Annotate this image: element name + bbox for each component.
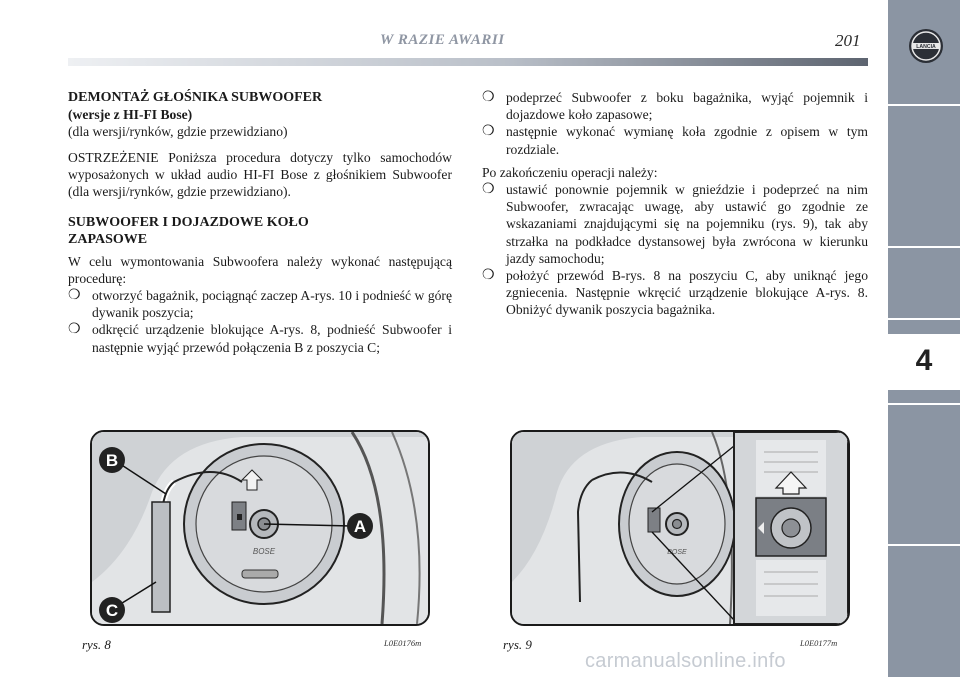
label-c: C — [106, 601, 118, 620]
list-item: ❍podeprzeć Subwoofer z boku bagażnika, w… — [482, 90, 868, 123]
label-b: B — [106, 451, 118, 470]
right-text-column: ❍podeprzeć Subwoofer z boku bagażnika, w… — [482, 89, 868, 319]
list-item: ❍odkręcić urządzenie blokujące A-rys. 8,… — [68, 322, 452, 355]
list-item: ❍otworzyć bagażnik, pociągnąć zaczep A-r… — [68, 288, 452, 321]
section-heading: DEMONTAŻ GŁOŚNIKA SUBWOOFER — [68, 90, 323, 105]
bullet-icon: ❍ — [68, 322, 81, 338]
list-item: ❍ustawić ponownie pojemnik w gnieździe i… — [482, 182, 868, 266]
label-c-badge — [99, 597, 125, 623]
watermark-text: carmanualsonline.info — [585, 650, 786, 672]
chapter-tab[interactable]: 4 — [888, 334, 960, 390]
sidebar-divider — [888, 246, 960, 248]
availability-note: (dla wersji/rynków, gdzie przewidziano) — [68, 124, 288, 140]
label-a-badge — [347, 513, 373, 539]
sidebar-divider — [888, 403, 960, 405]
figure-9-code: L0E0177m — [800, 638, 838, 648]
figure-9-caption: rys. 9 — [503, 637, 532, 652]
label-a: A — [354, 517, 366, 536]
bullet-icon: ❍ — [482, 124, 495, 140]
sidebar-divider — [888, 104, 960, 106]
figure-8-caption: rys. 8 — [82, 637, 111, 652]
sidebar-divider — [888, 544, 960, 546]
figure-8-code: L0E0176m — [384, 638, 422, 648]
intro-paragraph: W celu wymontowania Subwoofera należy wy… — [68, 253, 452, 286]
list-item: ❍położyć przewód B-rys. 8 na poszyciu C,… — [482, 268, 868, 318]
subwoofer-removal-illustration: BOSE B A C — [92, 432, 428, 624]
sidebar-divider — [888, 318, 960, 320]
figure-8-illustration: BOSE B A C — [90, 430, 430, 626]
bullet-icon: ❍ — [68, 288, 81, 304]
page-number: 201 — [835, 31, 861, 50]
lancia-logo-icon: LANCIA — [909, 29, 943, 63]
section-title: W RAZIE AWARII — [380, 32, 505, 48]
bullet-icon: ❍ — [482, 90, 495, 105]
spare-wheel-container-illustration: BOSE — [512, 432, 848, 624]
chapter-number: 4 — [915, 344, 933, 377]
bose-brand-text: BOSE — [253, 547, 276, 556]
section-subheading: (wersje z HI-FI Bose) — [68, 107, 193, 123]
bose-brand-text: BOSE — [667, 549, 687, 556]
bullet-icon: ❍ — [482, 182, 495, 198]
figure-9-illustration: BOSE — [510, 430, 850, 626]
header-rule — [68, 58, 868, 66]
logo-text: LANCIA — [916, 44, 936, 50]
after-operation-text: Po zakończeniu operacji należy: — [482, 164, 658, 180]
label-b-badge — [99, 447, 125, 473]
left-text-column: DEMONTAŻ GŁOŚNIKA SUBWOOFER (wersje z HI… — [68, 89, 452, 356]
list-item: ❍następnie wykonać wymianę koła zgodnie … — [482, 124, 868, 157]
bullet-icon: ❍ — [482, 268, 495, 284]
warning-paragraph: OSTRZEŻENIE Poniższa procedura dotyczy t… — [68, 149, 452, 200]
